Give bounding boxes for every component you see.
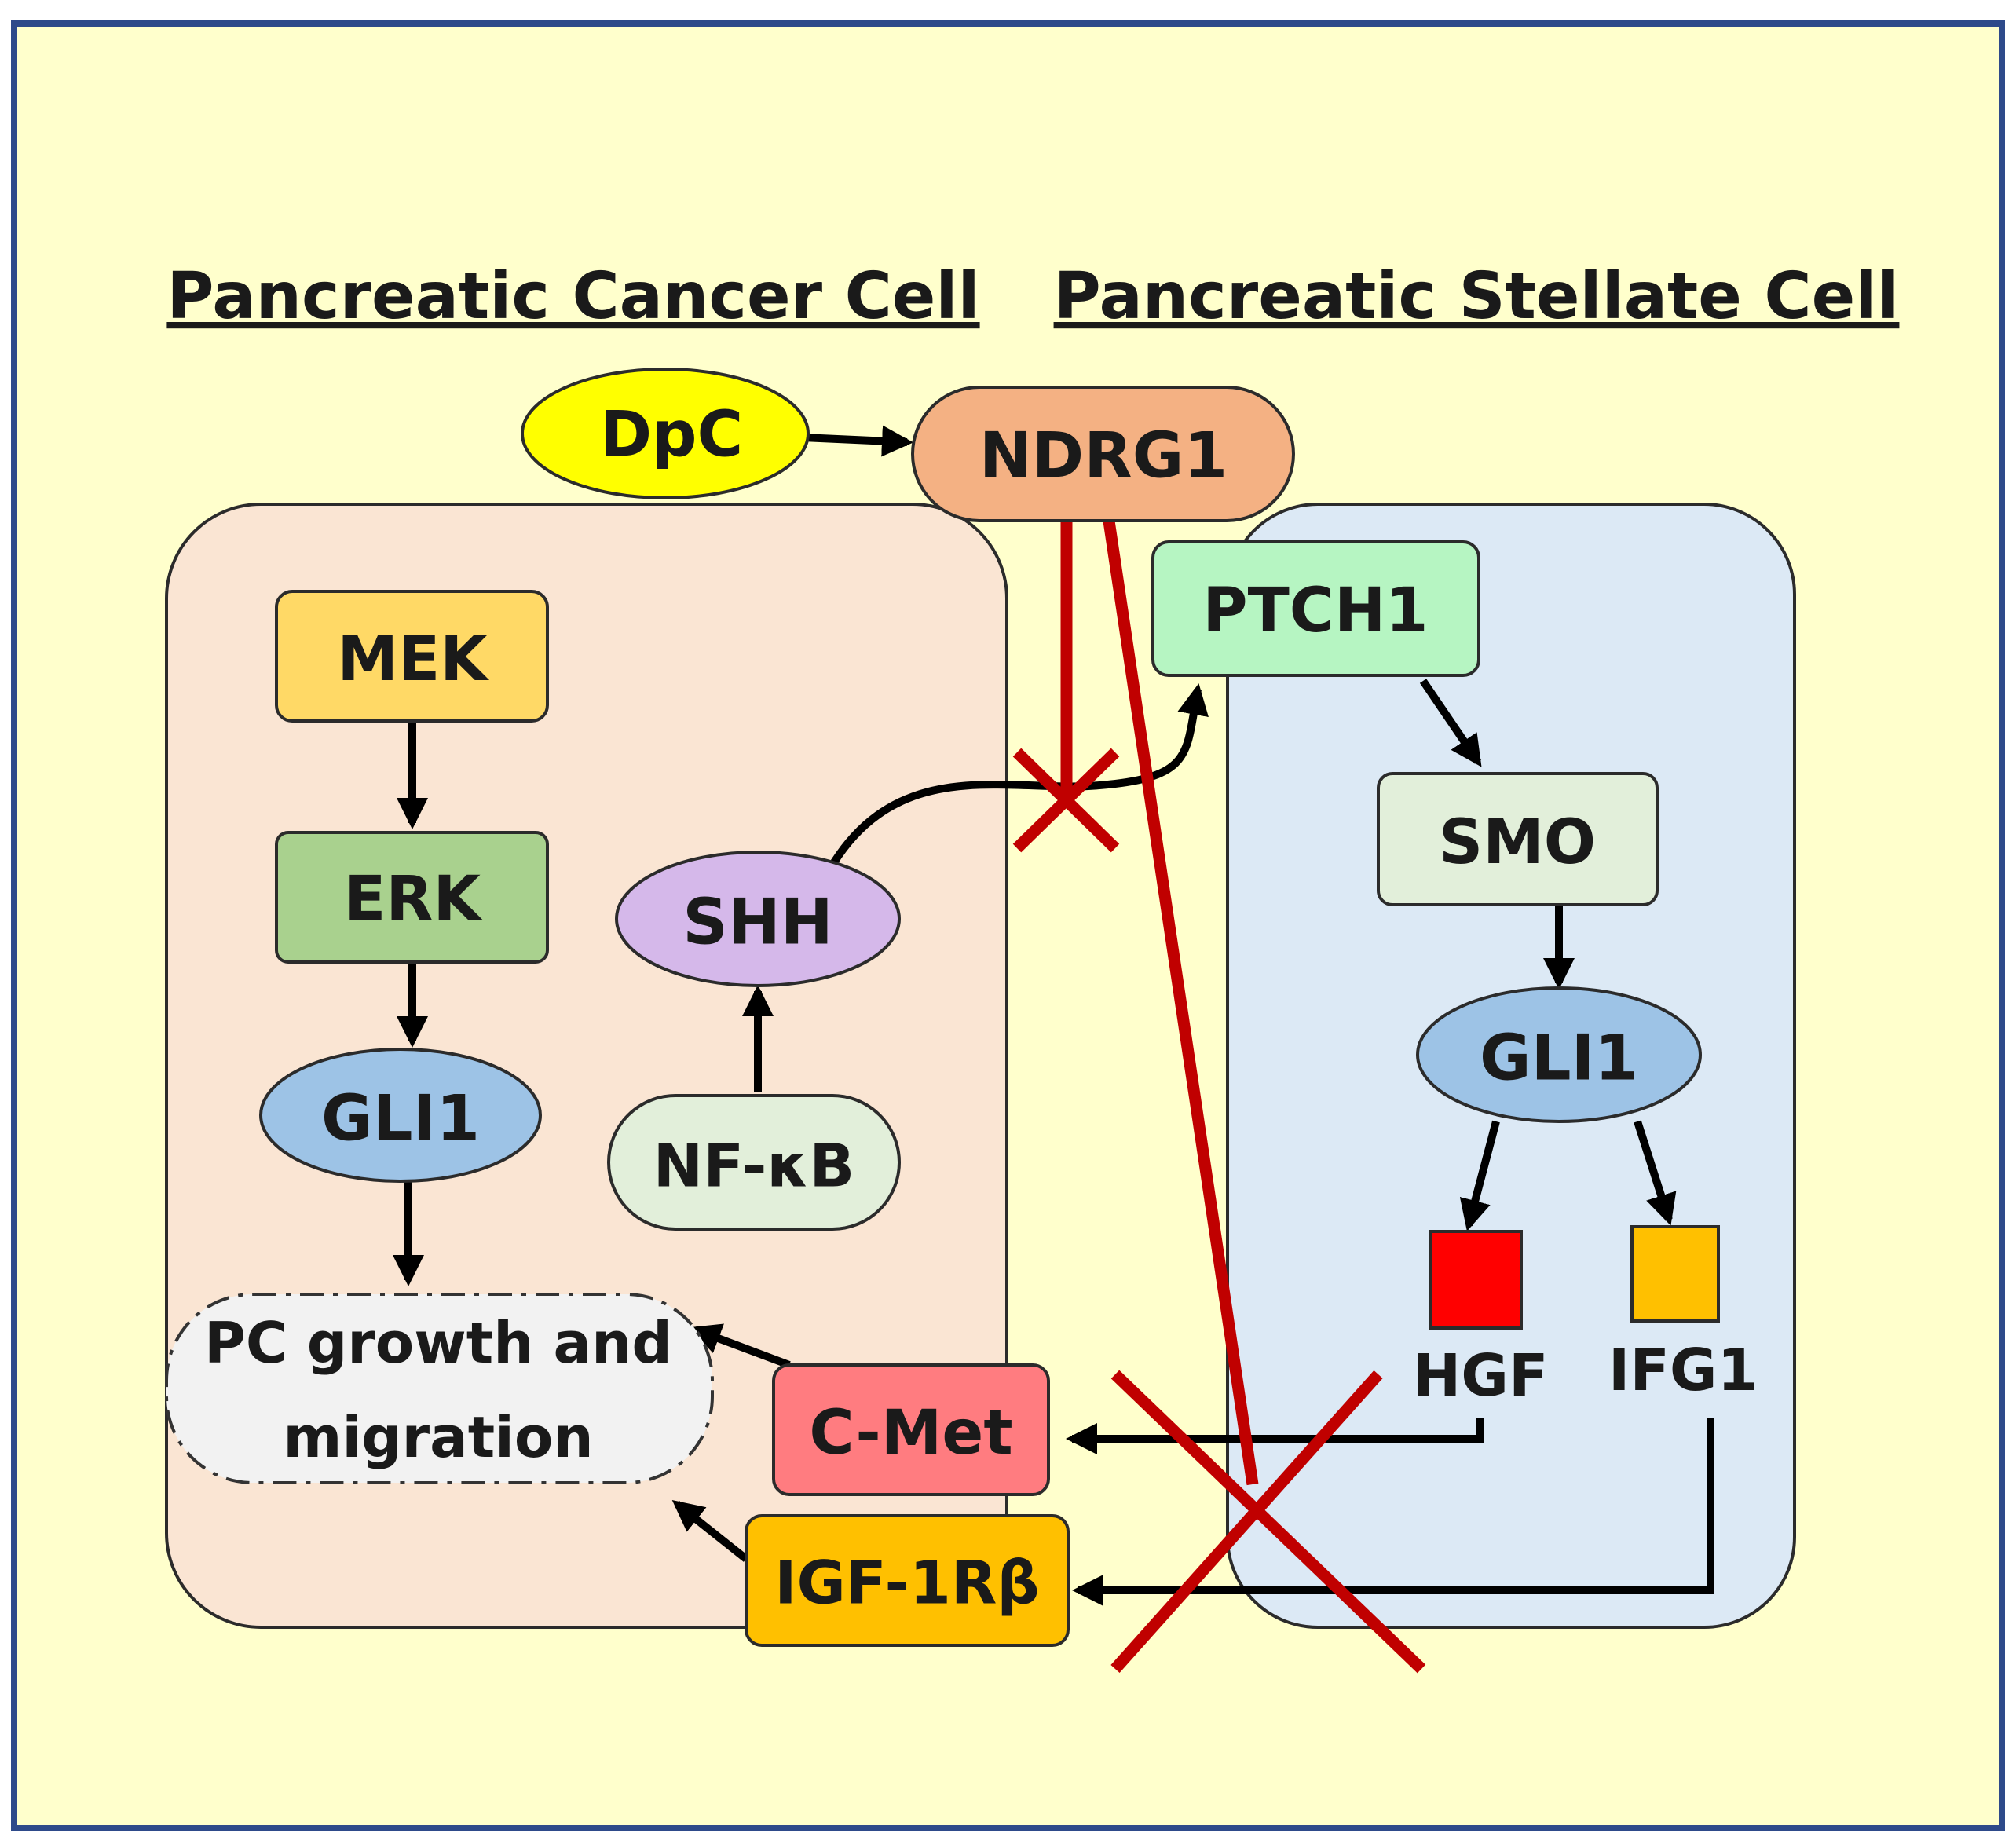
cmet-node [772,1363,1050,1496]
inhibition-line-right [1101,509,1259,1486]
mek-label: MEK [337,624,489,695]
cancer-cell-title: Pancreatic Cancer Cell [166,259,979,334]
igf1rb-node [745,1514,1070,1647]
igf1rb-label: IGF-1Rβ [774,1548,1040,1618]
inhibition-cross-small-b [1012,748,1120,853]
stellate-cell-title: Pancreatic Stellate Cell [1054,259,1900,334]
ptch1-label: PTCH1 [1202,576,1428,646]
hgf-label: HGF [1412,1342,1548,1410]
edge-cmet-outcome [689,1323,791,1369]
edge-igf1rb-outcome [671,1500,749,1562]
smo-node [1377,772,1659,906]
gli1-cancer-node [259,1048,542,1183]
pathway-edges [393,425,1714,1606]
outcome-label-line1: PC growth and [204,1310,672,1376]
ndrg1-inhibition [1012,509,1426,1674]
ndrg1-node [911,386,1295,522]
edge-gli1-hgf [1459,1120,1500,1231]
edge-hgf-cmet [1066,1418,1484,1454]
gli1-stellate-label: GLI1 [1480,1022,1638,1095]
ptch1-node [1151,540,1480,677]
edge-gli1-ifg1 [1634,1120,1677,1226]
inhibition-cross-large-a [1110,1370,1426,1674]
edge-ptch1-smo [1419,679,1482,767]
erk-node [275,831,549,964]
dpc-label: DpC [600,398,743,471]
dpc-node [521,368,810,499]
outcome-node [165,1293,714,1484]
ifg1-marker [1630,1225,1720,1323]
smo-label: SMO [1439,807,1596,878]
erk-label: ERK [344,864,482,935]
ifg1-label: IFG1 [1608,1337,1758,1404]
inhibition-cross-large-b [1110,1370,1383,1673]
edge-ifg1-igf1rb [1072,1418,1714,1606]
nfkb-node [607,1094,901,1231]
ndrg1-label: NDRG1 [979,419,1228,492]
shh-node [615,851,901,987]
gli1-cancer-label: GLI1 [321,1082,480,1155]
outcome-label-line2: migration [283,1404,593,1470]
edge-dpc-ndrg1 [802,425,913,457]
cmet-label: C-Met [809,1398,1012,1469]
nfkb-label: NF-κB [653,1131,855,1201]
gli1-stellate-node [1416,986,1702,1123]
hgf-marker [1429,1230,1523,1330]
shh-label: SHH [682,886,833,959]
mek-node [275,590,549,723]
